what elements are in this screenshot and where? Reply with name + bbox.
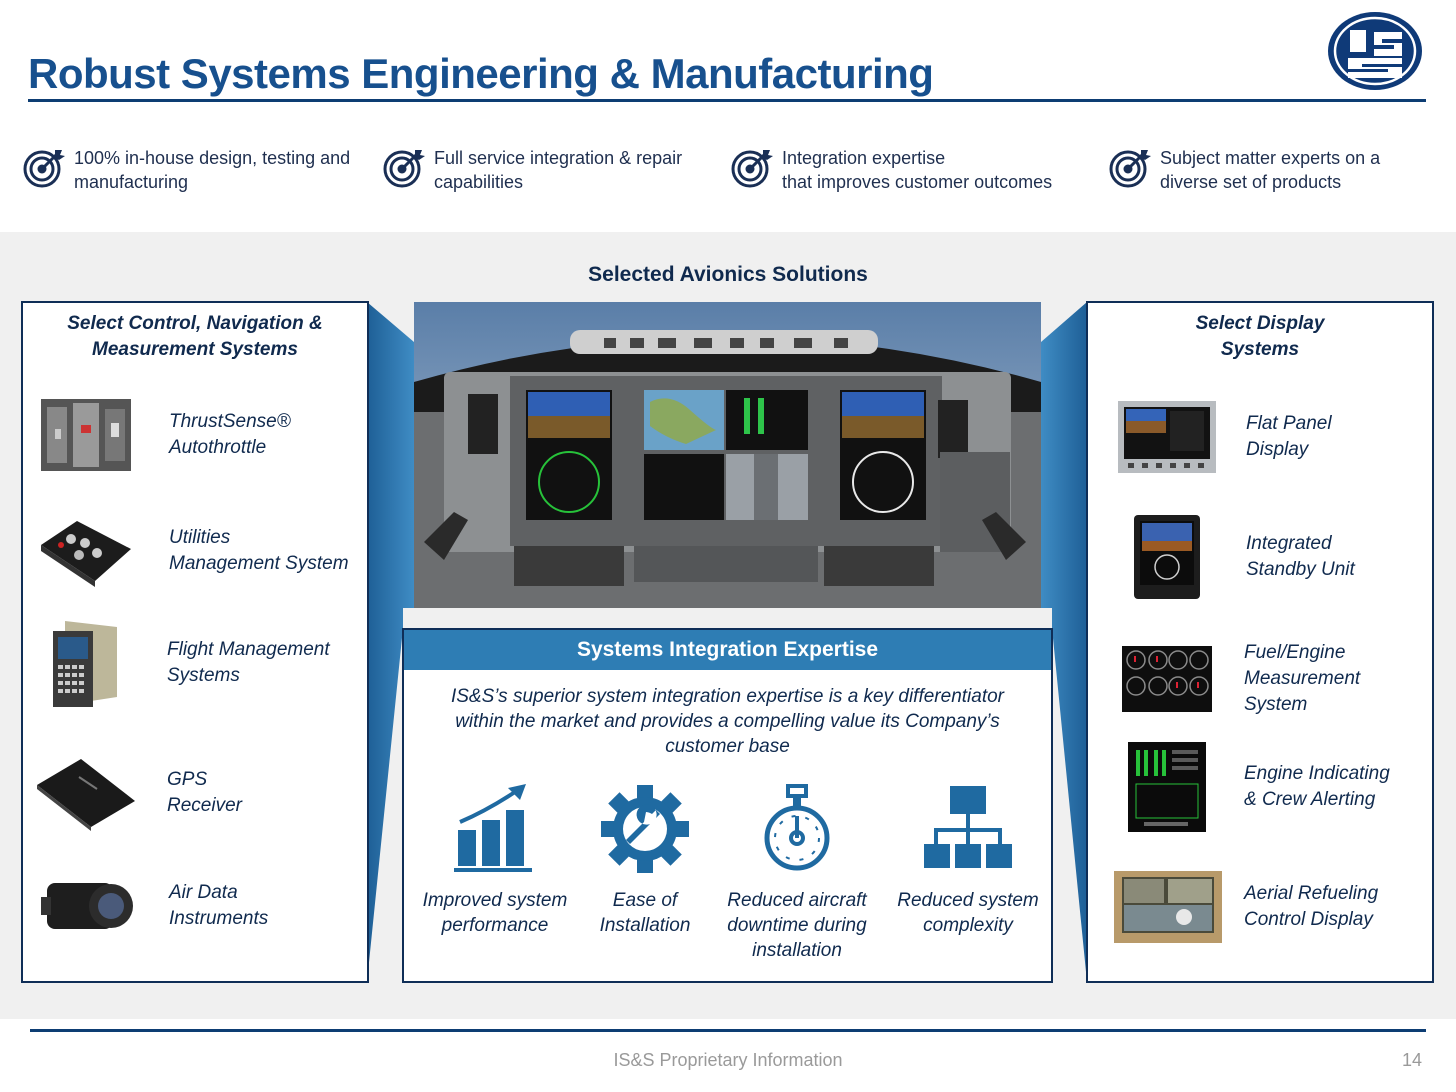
org-hierarchy-icon bbox=[924, 786, 1012, 868]
benefit-label-line: Ease of bbox=[612, 890, 678, 911]
iss-logo bbox=[1326, 10, 1424, 92]
panel-heading-line: Select Display bbox=[1195, 313, 1325, 334]
fuel-engine-measurement-image bbox=[1122, 646, 1212, 712]
bullet-integration-repair: Full service integration & repair capabil… bbox=[382, 146, 682, 194]
bullet-text-line: diverse set of products bbox=[1160, 172, 1342, 192]
product-standby-unit: Integrated Standby Unit bbox=[1134, 515, 1355, 599]
target-icon bbox=[1109, 150, 1151, 188]
product-air-data: Air Data Instruments bbox=[41, 877, 268, 935]
benefit-label-line: installation bbox=[752, 940, 842, 961]
product-label-line: Fuel/Engine bbox=[1244, 642, 1346, 663]
product-label-line: Utilities bbox=[169, 527, 231, 548]
target-icon bbox=[731, 150, 773, 188]
panel-heading-line: Measurement Systems bbox=[92, 339, 298, 360]
flat-panel-display-image bbox=[1118, 401, 1216, 473]
bullet-text-line: that improves customer outcomes bbox=[782, 172, 1053, 192]
product-autothrottle: ThrustSense® Autothrottle bbox=[41, 399, 291, 471]
product-label-line: Control Display bbox=[1244, 909, 1373, 930]
target-icon bbox=[383, 150, 425, 188]
benefit-complexity: Reduced system complexity bbox=[890, 784, 1046, 938]
bullet-text-line: Full service integration & repair bbox=[434, 148, 683, 168]
product-eicas: Engine Indicating & Crew Alerting bbox=[1128, 742, 1390, 832]
integration-expertise-title: Systems Integration Expertise bbox=[404, 630, 1051, 670]
product-aerial-refueling: Aerial Refueling Control Display bbox=[1114, 871, 1378, 943]
benefit-label-line: performance bbox=[441, 915, 549, 936]
description-line: within the market and provides a compell… bbox=[455, 711, 1000, 732]
description-line: customer base bbox=[665, 736, 790, 757]
bar-chart-growth-icon bbox=[454, 784, 532, 872]
footer-divider bbox=[30, 1029, 1426, 1032]
autothrottle-image bbox=[41, 399, 131, 471]
product-label-line: Management System bbox=[169, 553, 349, 574]
panel-heading: Select Display Systems bbox=[1088, 311, 1432, 363]
product-label-line: Receiver bbox=[167, 795, 242, 816]
panel-heading-line: Select Control, Navigation & bbox=[67, 313, 323, 334]
product-utilities-management: Utilities Management System bbox=[37, 513, 349, 589]
gps-receiver-image bbox=[37, 759, 135, 831]
panel-heading-line: Systems bbox=[1220, 339, 1300, 360]
bullet-integration-expertise: Integration expertise that improves custo… bbox=[730, 146, 1052, 194]
product-label-line: Air Data bbox=[169, 882, 238, 903]
product-flat-panel: Flat Panel Display bbox=[1118, 401, 1332, 473]
footer-proprietary: IS&S Proprietary Information bbox=[613, 1050, 843, 1070]
benefit-label-line: complexity bbox=[923, 915, 1013, 936]
product-label-line: GPS bbox=[167, 769, 208, 790]
panel-heading: Select Control, Navigation & Measurement… bbox=[23, 311, 367, 363]
product-label-line: Instruments bbox=[169, 908, 269, 929]
product-label-line: Display bbox=[1246, 439, 1309, 460]
benefit-label-line: Improved system bbox=[422, 890, 568, 911]
benefit-downtime: Reduced aircraft downtime during install… bbox=[720, 784, 874, 963]
product-label-line: Engine Indicating bbox=[1244, 763, 1390, 784]
product-flight-management: Flight Management Systems bbox=[51, 617, 330, 709]
eicas-display-image bbox=[1128, 742, 1206, 832]
standby-unit-image bbox=[1134, 515, 1200, 599]
product-label-line: System bbox=[1244, 694, 1308, 715]
target-icon bbox=[23, 150, 65, 188]
product-label-line: Flat Panel bbox=[1246, 413, 1332, 434]
product-gps-receiver: GPS Receiver bbox=[35, 755, 242, 831]
left-connector bbox=[367, 302, 414, 982]
product-label-line: & Crew Alerting bbox=[1244, 789, 1376, 810]
integration-description: IS&S’s superior system integration exper… bbox=[414, 684, 1041, 759]
stopwatch-icon bbox=[764, 784, 830, 871]
integration-expertise-box: Systems Integration Expertise IS&S’s sup… bbox=[402, 628, 1053, 983]
utilities-management-image bbox=[41, 521, 131, 587]
aerial-refueling-display-image bbox=[1114, 871, 1222, 943]
bullet-text-line: Integration expertise bbox=[782, 148, 946, 168]
product-fuel-engine: Fuel/Engine Measurement System bbox=[1122, 640, 1360, 718]
section-heading: Selected Avionics Solutions bbox=[588, 263, 868, 286]
description-line: IS&S’s superior system integration exper… bbox=[450, 686, 1004, 707]
product-label-line: Flight Management bbox=[167, 639, 330, 660]
product-label-line: Systems bbox=[167, 665, 240, 686]
product-label-line: Measurement bbox=[1244, 668, 1361, 689]
product-label-line: Integrated bbox=[1246, 533, 1332, 554]
benefit-label-line: Reduced system bbox=[897, 890, 1039, 911]
display-systems-panel: Select Display Systems Flat Panel Displa… bbox=[1086, 301, 1434, 983]
benefit-installation: Ease of Installation bbox=[576, 784, 714, 938]
right-connector bbox=[1041, 302, 1087, 982]
cockpit-image bbox=[414, 302, 1041, 608]
bullet-inhouse: 100% in-house design, testing and manufac… bbox=[22, 146, 350, 194]
product-label-line: ThrustSense® bbox=[169, 411, 291, 432]
bullet-text-line: capabilities bbox=[434, 172, 524, 192]
benefit-performance: Improved system performance bbox=[420, 784, 570, 938]
title-divider bbox=[28, 99, 1426, 102]
air-data-image bbox=[41, 883, 133, 929]
benefit-label-line: Installation bbox=[599, 915, 691, 936]
benefit-label-line: Reduced aircraft bbox=[727, 890, 867, 911]
flight-management-image bbox=[53, 621, 117, 707]
bullet-text-line: 100% in-house design, testing and bbox=[74, 148, 351, 168]
page-title: Robust Systems Engineering & Manufacturi… bbox=[28, 50, 934, 97]
product-label-line: Standby Unit bbox=[1246, 559, 1355, 580]
product-label-line: Autothrottle bbox=[169, 437, 267, 458]
page-number: 14 bbox=[1401, 1050, 1422, 1070]
bullet-text-line: Subject matter experts on a bbox=[1160, 148, 1381, 168]
gear-wrench-icon bbox=[601, 785, 689, 873]
control-navigation-panel: Select Control, Navigation & Measurement… bbox=[21, 301, 369, 983]
benefit-label-line: downtime during bbox=[727, 915, 867, 936]
product-label-line: Aerial Refueling bbox=[1244, 883, 1379, 904]
bullet-subject-experts: Subject matter experts on a diverse set o… bbox=[1108, 146, 1380, 194]
bullet-text-line: manufacturing bbox=[74, 172, 189, 192]
